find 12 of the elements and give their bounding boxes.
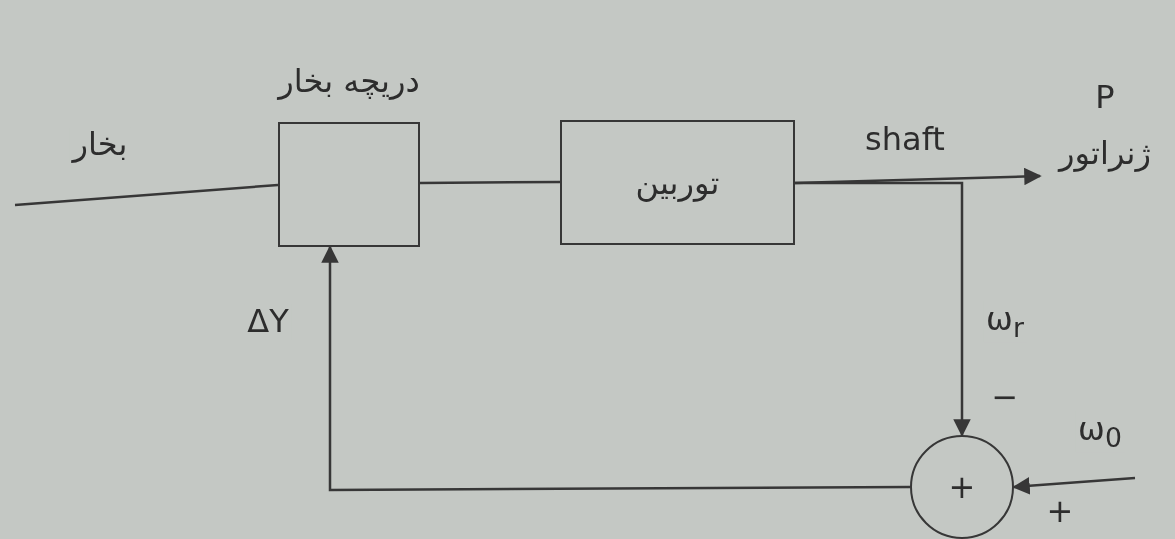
line	[420, 180, 560, 185]
arrow	[1012, 476, 1136, 495]
generator-label: ژنراتور	[1059, 136, 1151, 172]
sign-label: +	[1046, 494, 1074, 530]
sign-label: −	[991, 380, 1019, 416]
arrow	[795, 181, 971, 437]
arrow	[321, 245, 910, 492]
summing-junction: +	[910, 435, 1014, 539]
power-label: P	[1095, 80, 1115, 116]
line	[14, 183, 279, 207]
box-heading: دریچه بخار	[278, 64, 420, 100]
turbine-box: توربین	[560, 120, 795, 245]
